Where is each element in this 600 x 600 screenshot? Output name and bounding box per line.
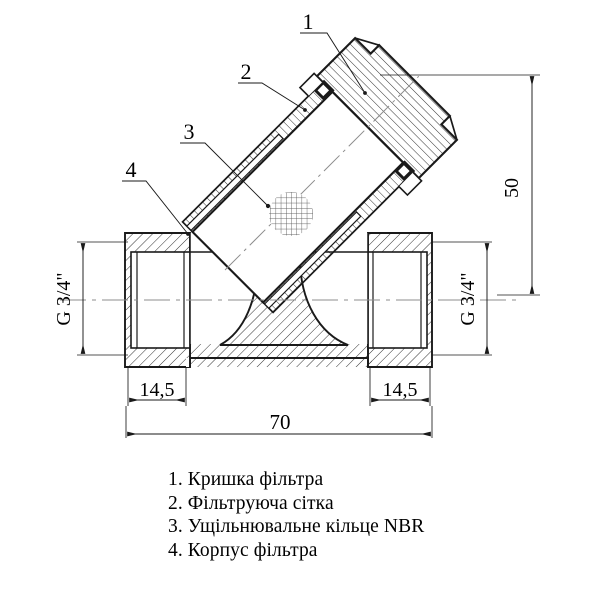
dimension-label-port-right: 14,5 (383, 379, 418, 401)
dimension-port-right: 14,5 (369, 367, 431, 406)
callout-number-3: 3 (184, 119, 195, 144)
chamber-shoulder-lower (398, 171, 423, 197)
dimension-thread-right: G 3/4" (432, 241, 492, 356)
right-flow-cavity (300, 252, 368, 344)
dimension-height-50: 50 (380, 74, 540, 296)
chamber-centerline (224, 75, 420, 271)
screen-wall-lower (263, 211, 362, 310)
dimension-label-thread-right: G 3/4" (457, 272, 479, 325)
leader-line-4 (122, 180, 189, 235)
leader-line-1 (300, 32, 366, 94)
dimension-label-height: 50 (501, 178, 523, 198)
leader-line-2 (238, 82, 306, 111)
dimension-label-thread-left: G 3/4" (53, 272, 75, 325)
dimension-overall-70: 70 (125, 406, 433, 438)
callout-number-4: 4 (126, 157, 137, 182)
legend-item-4: 4. Корпус фільтра (168, 539, 318, 561)
drawing-geometry: G 3/4" G 3/4" 50 14,5 (53, 9, 540, 438)
leader-line-3 (180, 142, 269, 207)
chamber-shoulder-upper (298, 72, 324, 97)
dimension-thread-left: G 3/4" (53, 241, 128, 356)
legend-item-1: 1. Кришка фільтра (168, 469, 324, 490)
dimension-label-port-left: 14,5 (140, 379, 175, 401)
screen-wall-upper (185, 133, 284, 232)
callout-number-1: 1 (303, 9, 314, 34)
dimension-label-overall: 70 (270, 410, 291, 434)
legend-item-3: 3. Ущільнювальне кільце NBR (168, 516, 425, 537)
callout-numbers: 1 2 3 4 (126, 9, 314, 182)
legend-item-2: 2. Фільтруюча сітка (168, 492, 334, 514)
parts-legend: 1. Кришка фільтра 2. Фільтруюча сітка 3.… (168, 468, 498, 562)
filter-mesh-screen (269, 192, 313, 236)
callout-leaders (122, 32, 367, 236)
dimension-port-left: 14,5 (127, 367, 187, 406)
callout-number-2: 2 (241, 59, 252, 84)
